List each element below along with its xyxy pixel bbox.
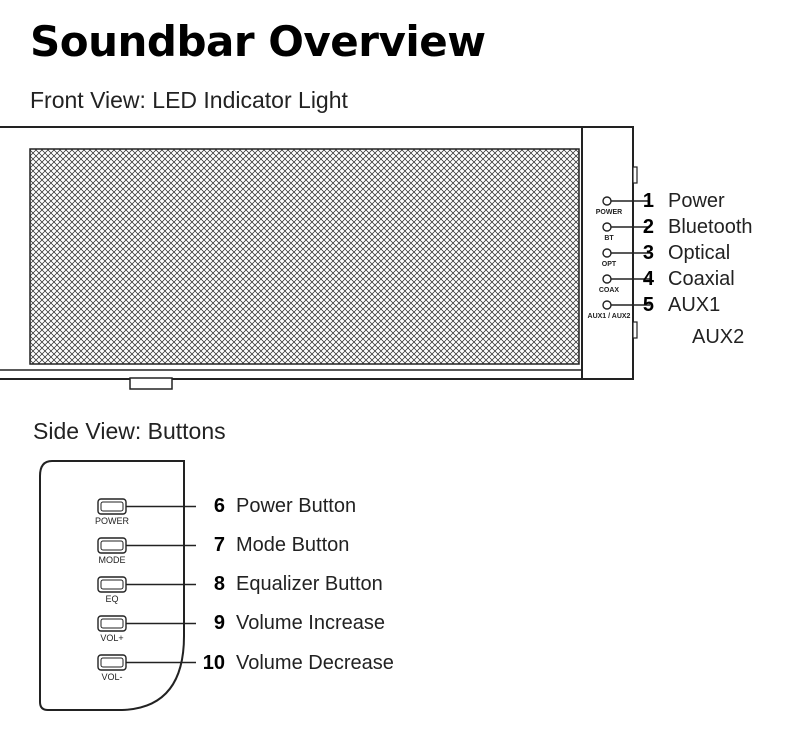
callout-number: 9 (213, 612, 225, 634)
side-button-inner (100, 540, 124, 551)
callout-text: Volume Increase (236, 612, 385, 634)
side-button-power[interactable] (97, 498, 127, 515)
callout-text: Coaxial (668, 268, 735, 290)
led-label: BT (604, 235, 614, 242)
led-opt-icon (602, 248, 612, 258)
led-label: AUX1 / AUX2 (588, 313, 631, 320)
callout-10: 10 Volume Decrease (197, 651, 394, 675)
callout-number: 3 (642, 242, 654, 264)
side-button-label: VOL+ (100, 633, 123, 643)
front-view-subtitle: Front View: LED Indicator Light (30, 87, 348, 113)
side-button-volplus[interactable] (97, 615, 127, 632)
callout-number: 8 (213, 573, 225, 595)
callout-5-aux2-label: AUX2 (692, 326, 745, 348)
callout-text: Optical (668, 242, 731, 264)
side-button-inner (100, 657, 124, 668)
callout-number: 1 (642, 190, 654, 212)
callout-number: 6 (213, 495, 225, 517)
callout-7: 7 Mode Button (197, 533, 350, 557)
speaker-grille (29, 148, 580, 365)
side-tab-upper (632, 166, 638, 184)
led-power-icon (602, 196, 612, 206)
callout-text: AUX1 (668, 294, 721, 316)
side-button-inner (100, 579, 124, 590)
led-bt-icon (602, 222, 612, 232)
side-button-mode[interactable] (97, 537, 127, 554)
callout-8: 8 Equalizer Button (197, 572, 383, 596)
side-button-label: MODE (99, 555, 126, 565)
side-button-inner (100, 501, 124, 512)
side-button-volminus[interactable] (97, 654, 127, 671)
callout-number: 5 (642, 294, 654, 316)
led-label: COAX (599, 287, 620, 294)
led-aux1-aux2-icon (602, 300, 612, 310)
callout-number: 4 (642, 268, 654, 290)
callout-number: 7 (213, 534, 225, 556)
callout-9: 9 Volume Increase (197, 611, 385, 635)
led-label: OPT (602, 261, 617, 268)
side-view-subtitle: Side View: Buttons (33, 418, 226, 444)
side-button-eq[interactable] (97, 576, 127, 593)
callout-4: 4 Coaxial (628, 267, 735, 291)
side-tab-lower (632, 321, 638, 339)
side-button-label: POWER (95, 516, 130, 526)
soundbar-side-view: POWER MODE EQ VOL+ VOL- (39, 460, 196, 711)
led-indicator-group: POWER BT OPT COAX AUX1 / AUX2 (588, 196, 650, 320)
callout-text: Power Button (236, 495, 357, 517)
callout-text: Equalizer Button (236, 573, 383, 595)
side-button-label: VOL- (101, 672, 122, 682)
callout-number: 2 (642, 216, 654, 238)
soundbar-front-view: POWER BT OPT COAX AUX1 / AUX2 (0, 126, 650, 390)
callout-1: 1 Power (628, 189, 725, 213)
led-label: POWER (596, 209, 622, 216)
callout-text: Bluetooth (668, 216, 753, 238)
mounting-foot (129, 377, 173, 390)
callout-2: 2 Bluetooth (628, 215, 753, 239)
callout-6: 6 Power Button (197, 494, 356, 518)
side-button-label: EQ (105, 594, 118, 604)
page-title: Soundbar Overview (30, 17, 486, 66)
callout-text: Mode Button (236, 534, 350, 556)
callout-3: 3 Optical (628, 241, 730, 265)
callout-text: Power (668, 190, 725, 212)
callout-text: Volume Decrease (236, 652, 394, 674)
side-button-inner (100, 618, 124, 629)
led-coax-icon (602, 274, 612, 284)
side-button-group: POWER MODE EQ VOL+ VOL- (95, 498, 196, 682)
callout-5: 5 AUX1 (628, 293, 720, 317)
callout-number: 10 (202, 652, 225, 674)
